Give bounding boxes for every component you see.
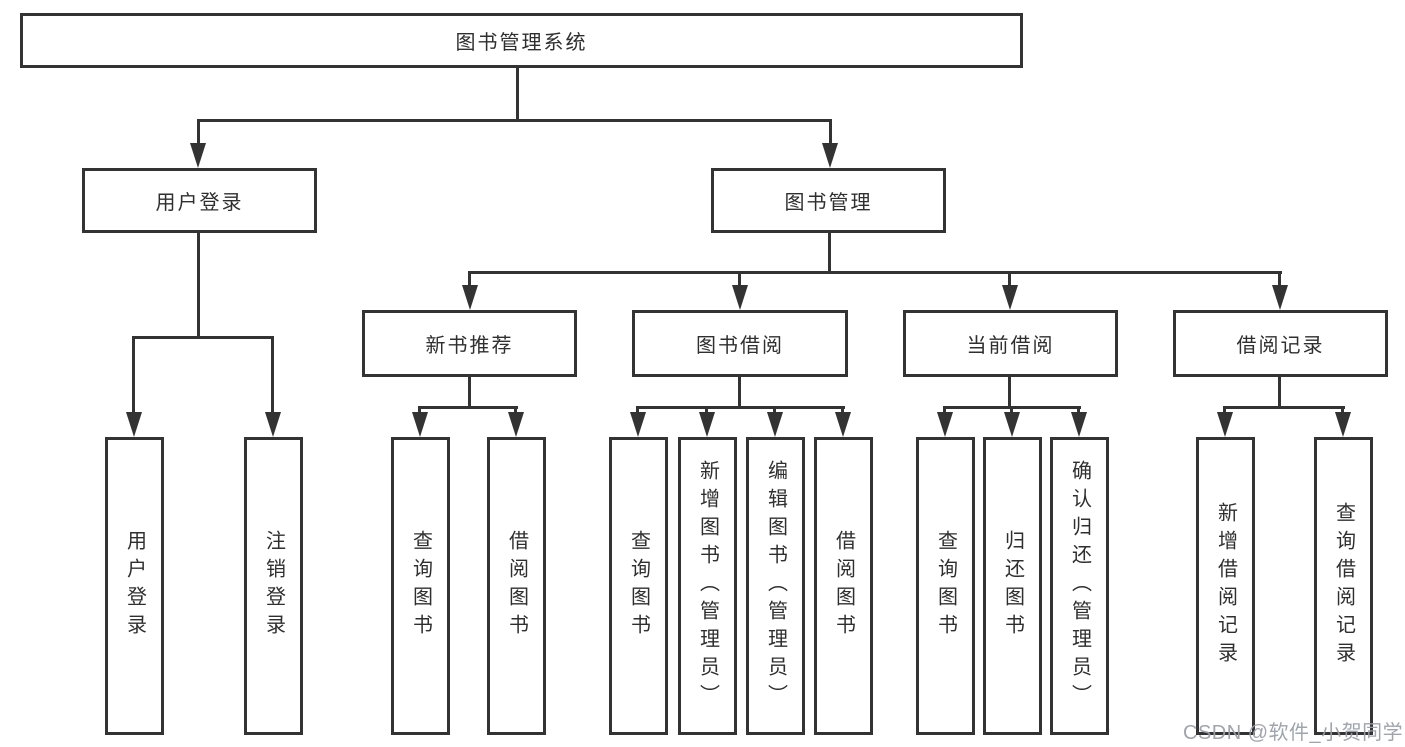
connector-line	[1008, 377, 1011, 408]
connector-line	[1223, 406, 1345, 409]
arrow-down-icon	[1002, 285, 1018, 310]
leaf-query-books-recommend-label: 查询图书	[409, 530, 432, 642]
connector-line	[1278, 377, 1281, 408]
leaf-confirm-return-admin-label: 确认归还（管理员）	[1068, 460, 1091, 712]
csdn-watermark: CSDN @软件_小贺同学	[1183, 722, 1404, 744]
connector-line	[1278, 271, 1281, 287]
node-user-login: 用户登录	[82, 168, 317, 233]
leaf-add-borrow-record-label: 新增借阅记录	[1214, 502, 1237, 670]
leaf-query-books-borrow: 查询图书	[609, 437, 668, 735]
connector-line	[636, 406, 845, 409]
connector-line	[197, 119, 832, 122]
arrow-down-icon	[1217, 412, 1233, 437]
arrow-down-icon	[265, 412, 281, 437]
node-book-management: 图书管理	[711, 168, 946, 233]
connector-line	[1008, 271, 1011, 287]
leaf-logout-label: 注销登录	[262, 530, 285, 642]
node-current-borrow: 当前借阅	[903, 310, 1118, 377]
connector-line	[418, 406, 421, 416]
node-borrow-records-label: 借阅记录	[1236, 335, 1325, 357]
connector-line	[132, 336, 274, 339]
node-root-label: 图书管理系统	[455, 32, 588, 54]
node-current-borrow-label: 当前借阅	[966, 335, 1055, 357]
connector-line	[1077, 406, 1080, 416]
node-borrow-records: 借阅记录	[1173, 310, 1388, 377]
arrow-down-icon	[1335, 412, 1351, 437]
connector-line	[829, 119, 832, 147]
leaf-query-books-borrow-label: 查询图书	[627, 530, 650, 642]
connector-line	[738, 377, 741, 408]
connector-line	[1341, 406, 1344, 416]
arrow-down-icon	[732, 285, 748, 310]
arrow-down-icon	[126, 412, 142, 437]
leaf-confirm-return-admin: 确认归还（管理员）	[1050, 437, 1109, 735]
arrow-down-icon	[822, 143, 838, 168]
leaf-borrow-books: 借阅图书	[814, 437, 873, 735]
leaf-borrow-books-label: 借阅图书	[832, 530, 855, 642]
connector-line	[516, 68, 519, 121]
leaf-add-borrow-record: 新增借阅记录	[1196, 437, 1255, 735]
connector-line	[197, 233, 200, 338]
arrow-down-icon	[1004, 412, 1020, 437]
leaf-logout: 注销登录	[244, 437, 303, 735]
connector-line	[468, 377, 471, 408]
node-new-book-recommend: 新书推荐	[362, 310, 577, 377]
arrow-down-icon	[508, 412, 524, 437]
leaf-return-books-label: 归还图书	[1001, 530, 1024, 642]
arrow-down-icon	[412, 412, 428, 437]
connector-line	[828, 233, 831, 273]
arrow-down-icon	[1071, 412, 1087, 437]
connector-line	[1223, 406, 1226, 416]
connector-line	[271, 336, 274, 414]
node-new-book-recommend-label: 新书推荐	[425, 335, 514, 357]
leaf-edit-books-admin-label: 编辑图书（管理员）	[764, 460, 787, 712]
leaf-add-books-admin: 新增图书（管理员）	[678, 437, 737, 735]
connector-line	[197, 119, 200, 147]
connector-line	[705, 406, 708, 416]
node-root: 图书管理系统	[20, 13, 1023, 68]
leaf-user-login: 用户登录	[105, 437, 164, 735]
arrow-down-icon	[767, 412, 783, 437]
leaf-borrow-books-recommend-label: 借阅图书	[505, 530, 528, 642]
connector-line	[738, 271, 741, 287]
connector-line	[841, 406, 844, 416]
arrow-down-icon	[1272, 285, 1288, 310]
arrow-down-icon	[462, 285, 478, 310]
leaf-return-books: 归还图书	[983, 437, 1042, 735]
leaf-query-borrow-record-label: 查询借阅记录	[1332, 502, 1355, 670]
leaf-query-books-recommend: 查询图书	[391, 437, 450, 735]
connector-line	[636, 406, 639, 416]
leaf-add-books-admin-label: 新增图书（管理员）	[696, 460, 719, 712]
connector-line	[132, 336, 135, 414]
node-book-borrow-label: 图书借阅	[696, 335, 784, 357]
arrow-down-icon	[190, 143, 206, 168]
leaf-query-borrow-record: 查询借阅记录	[1314, 437, 1373, 735]
connector-line	[1010, 406, 1013, 416]
connector-line	[468, 271, 471, 287]
connector-line	[468, 271, 1282, 274]
leaf-edit-books-admin: 编辑图书（管理员）	[746, 437, 805, 735]
arrow-down-icon	[835, 412, 851, 437]
node-book-management-label: 图书管理	[784, 192, 873, 214]
connector-line	[773, 406, 776, 416]
node-book-borrow: 图书借阅	[632, 310, 848, 377]
connector-line	[514, 406, 517, 416]
leaf-query-books-current-label: 查询图书	[934, 530, 957, 642]
arrow-down-icon	[937, 412, 953, 437]
leaf-borrow-books-recommend: 借阅图书	[487, 437, 546, 735]
arrow-down-icon	[699, 412, 715, 437]
connector-line	[943, 406, 946, 416]
leaf-user-login-label: 用户登录	[123, 530, 146, 642]
node-user-login-label: 用户登录	[155, 192, 244, 214]
arrow-down-icon	[630, 412, 646, 437]
leaf-query-books-current: 查询图书	[916, 437, 975, 735]
connector-line	[418, 406, 518, 409]
